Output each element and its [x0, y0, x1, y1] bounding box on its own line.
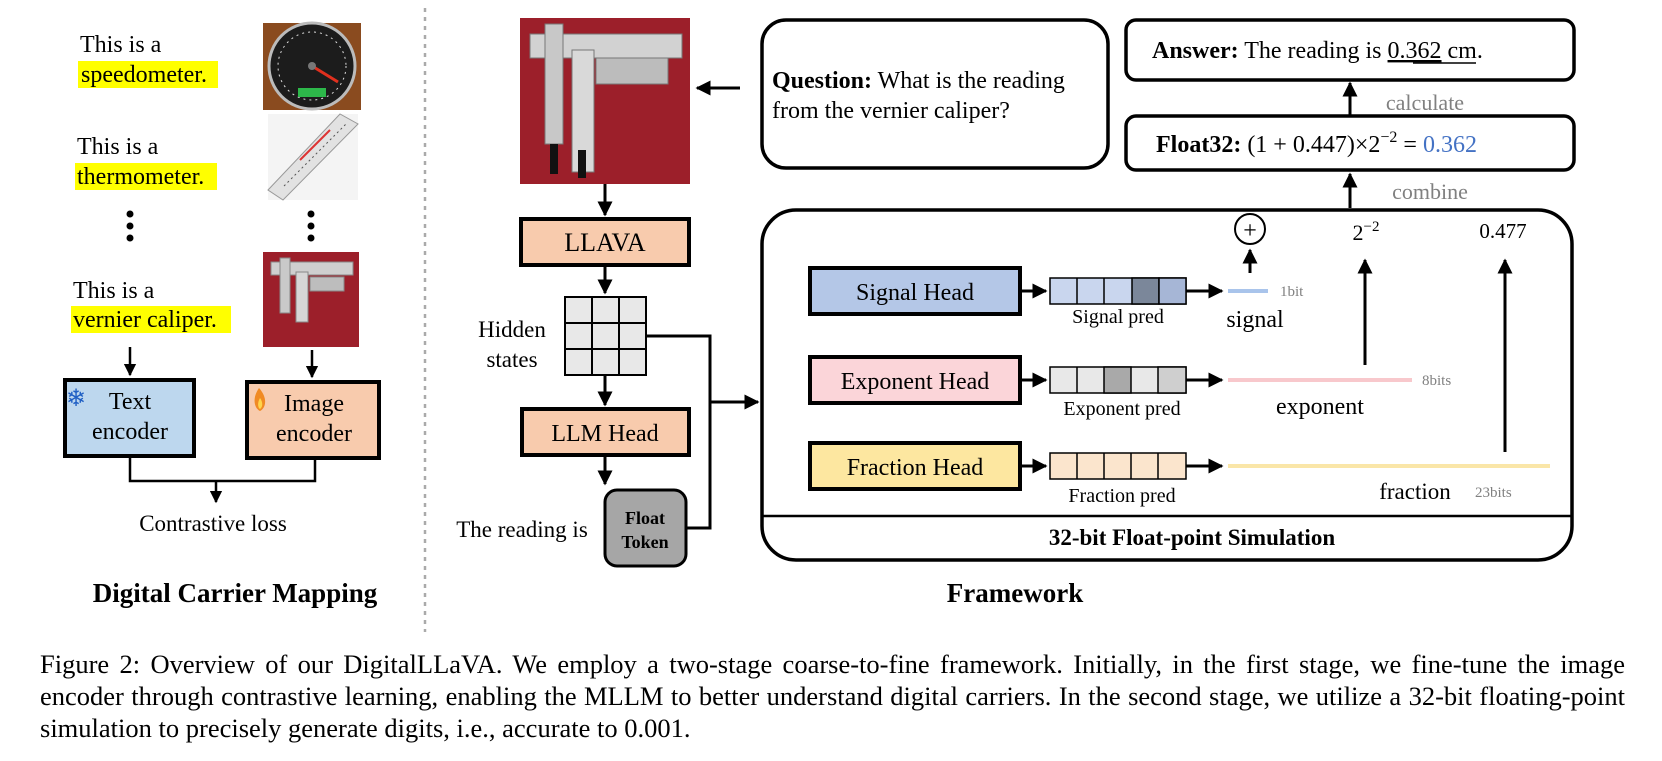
fraction-pred-cells: [1049, 452, 1187, 480]
ellipsis-icon: [126, 210, 315, 242]
fraction-value: 0.477: [1479, 219, 1526, 243]
question-text-1: Question: What is the reading: [772, 68, 1065, 94]
svg-text:❄: ❄: [66, 386, 86, 412]
snowflake-icon: ❄: [66, 386, 86, 412]
reading-prefix: The reading is: [456, 517, 588, 542]
fraction-pred-label: Fraction pred: [1068, 485, 1175, 507]
digital-carrier-mapping-panel: This is a speedometer. This is a thermom…: [63, 21, 381, 608]
fraction-bits-label: 23bits: [1475, 485, 1512, 501]
exponent-output-label: exponent: [1276, 394, 1364, 420]
thermometer-image: [267, 113, 359, 201]
llm-head-label: LLM Head: [551, 421, 658, 447]
answer-text: Answer: The reading is 0.362 cm.: [1152, 38, 1483, 64]
signal-pred-label: Signal pred: [1072, 306, 1164, 328]
signal-output-label: signal: [1226, 307, 1284, 333]
plus-circle-icon: +: [1234, 213, 1266, 245]
hidden-states-label-1: Hidden: [478, 317, 546, 342]
exponent-head-box: [808, 355, 1022, 405]
image-encoder-box: [245, 380, 381, 460]
prompt-1-highlight: [78, 61, 218, 88]
hidden-states-grid: [564, 296, 647, 376]
text-encoder-label-2: encoder: [92, 419, 168, 445]
float-token-label-1: Float: [625, 508, 665, 528]
prompt-3-prefix: This is a: [73, 278, 155, 304]
exponent-pred-cells: [1049, 366, 1187, 394]
simulation-title: 32-bit Float-point Simulation: [1049, 525, 1335, 550]
framework-title: Framework: [947, 578, 1083, 608]
combine-label: combine: [1392, 179, 1468, 204]
framework-panel: Question: What is the reading from the v…: [456, 18, 1576, 608]
left-panel-title: Digital Carrier Mapping: [93, 578, 378, 608]
prompt-2-carrier: thermometer.: [77, 164, 204, 190]
speedometer-image: [263, 21, 361, 111]
text-encoder-box: [63, 378, 196, 458]
vernier-caliper-image-small: [263, 252, 359, 347]
calculate-label: calculate: [1386, 90, 1464, 115]
prompt-3-carrier: vernier caliper.: [73, 307, 217, 333]
prompt-2-prefix: This is a: [77, 134, 159, 160]
figure-caption: Figure 2: Overview of our DigitalLLaVA. …: [40, 649, 1625, 743]
llava-label: LLAVA: [564, 228, 646, 257]
signal-head-box: [808, 266, 1022, 316]
image-encoder-label-1: Image: [284, 391, 344, 417]
svg-text:+: +: [1243, 218, 1257, 244]
power-of-two-value: 2−2: [1353, 219, 1380, 245]
fraction-head-label: Fraction Head: [847, 455, 984, 481]
prompt-1-prefix: This is a: [80, 32, 162, 58]
overview-figure: This is a speedometer. This is a thermom…: [63, 8, 1576, 632]
float-token-label-2: Token: [621, 532, 668, 552]
hidden-states-label-2: states: [486, 347, 537, 372]
float-token-box: [603, 488, 688, 568]
signal-head-label: Signal Head: [856, 280, 974, 306]
fire-icon: [254, 388, 266, 411]
fraction-output-label: fraction: [1379, 479, 1451, 504]
float32-expression: Float32: (1 + 0.447)×2−2 = 0.362: [1156, 129, 1477, 158]
prompt-2-highlight: [75, 163, 217, 190]
vernier-caliper-image: [520, 18, 690, 184]
signal-pred-cells: [1049, 277, 1187, 305]
question-box: [760, 18, 1110, 170]
question-text-2: from the vernier caliper?: [772, 98, 1010, 124]
prompt-3-highlight: [71, 306, 231, 333]
exponent-pred-label: Exponent pred: [1063, 398, 1180, 420]
exponent-head-label: Exponent Head: [841, 369, 990, 395]
fraction-head-box: [808, 441, 1022, 491]
contrastive-loss-label: Contrastive loss: [139, 511, 287, 536]
image-encoder-label-2: encoder: [276, 421, 352, 447]
exponent-bits-label: 8bits: [1422, 373, 1451, 389]
signal-bits-label: 1bit: [1280, 284, 1304, 300]
text-encoder-label-1: Text: [109, 389, 152, 415]
answer-box: [1124, 18, 1576, 82]
prompt-1-carrier: speedometer.: [81, 62, 207, 88]
